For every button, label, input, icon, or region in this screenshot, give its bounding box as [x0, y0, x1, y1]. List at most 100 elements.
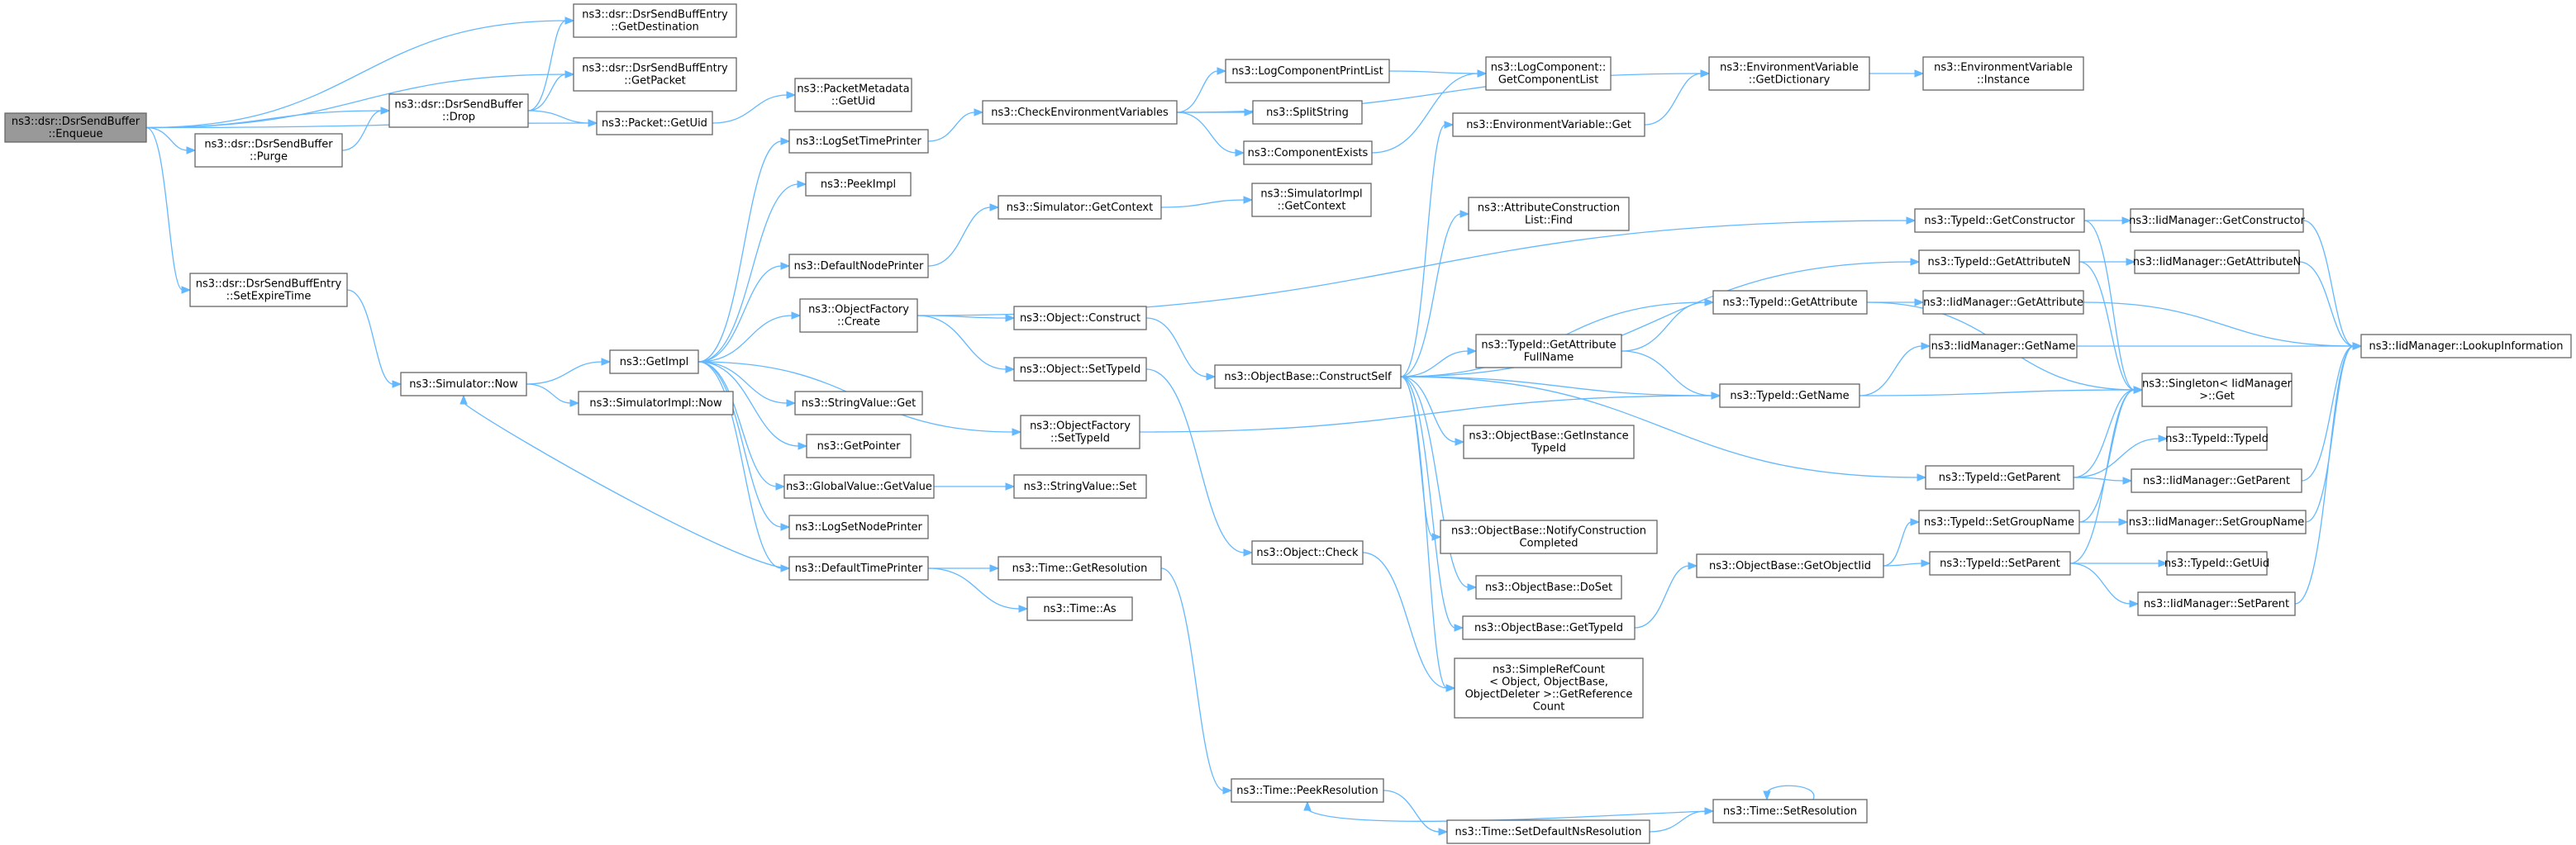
node-ns3-packetmetadata-getuid[interactable]: ns3::PacketMetadata::GetUid	[794, 78, 912, 112]
edge-defnodeprinter-to-simgetctx	[927, 203, 1000, 267]
node-ns3-object-settypeid[interactable]: ns3::Object::SetTypeId	[1013, 357, 1147, 382]
node-ns3-dsr-dsrsendbuffentry-getdestination[interactable]: ns3::dsr::DsrSendBuffEntry::GetDestinati…	[573, 3, 737, 38]
node-box	[1708, 56, 1870, 91]
node-ns3-time-getresolution[interactable]: ns3::Time::GetResolution	[998, 556, 1162, 581]
node-box	[2166, 551, 2268, 576]
node-ns3-objectfactory-create[interactable]: ns3::ObjectFactory::Create	[799, 298, 918, 333]
node-ns3-singleton-iidmanager-get[interactable]: ns3::Singleton< IidManager >::Get	[2141, 373, 2293, 407]
node-ns3-globalvalue-getvalue[interactable]: ns3::GlobalValue::GetValue	[783, 474, 935, 499]
node-ns3-stringvalue-get[interactable]: ns3::StringValue::Get	[794, 391, 923, 415]
node-box	[1214, 364, 1402, 389]
node-ns3-dsr-dsrsendbuffer-purge[interactable]: ns3::dsr::DsrSendBuffer::Purge	[194, 133, 343, 168]
node-label: ns3::TypeId::GetName	[1730, 390, 1849, 402]
node-box	[982, 100, 1178, 125]
node-ns3-iidmanager-getname[interactable]: ns3::IidManager::GetName	[1929, 334, 2078, 358]
node-ns3-logsetnodeprinter[interactable]: ns3::LogSetNodePrinter	[788, 515, 929, 539]
node-ns3-objectbase-notifyconstruction-completed[interactable]: ns3::ObjectBase::NotifyConstructionCompl…	[1440, 520, 1658, 554]
node-ns3-environmentvariable-instance[interactable]: ns3::EnvironmentVariable::Instance	[1922, 56, 2084, 91]
node-ns3-stringvalue-set[interactable]: ns3::StringValue::Set	[1013, 474, 1147, 499]
node-ns3-environmentvariable-getdictionary[interactable]: ns3::EnvironmentVariable::GetDictionary	[1708, 56, 1870, 91]
node-ns3-typeid-getuid[interactable]: ns3::TypeId::GetUid	[2164, 551, 2269, 576]
edge-getimpl-to-logsettime	[698, 137, 791, 363]
node-ns3-typeid-getconstructor[interactable]: ns3::TypeId::GetConstructor	[1914, 208, 2085, 233]
node-ns3-typeid-getattributen[interactable]: ns3::TypeId::GetAttributeN	[1918, 249, 2080, 274]
node-label: ns3::SplitString	[1266, 107, 1349, 119]
node-ns3-dsr-dsrsendbuffer-drop[interactable]: ns3::dsr::DsrSendBuffer::Drop	[388, 93, 529, 128]
node-box	[573, 57, 737, 92]
node-ns3-typeid-typeid[interactable]: ns3::TypeId::TypeId	[2165, 426, 2269, 451]
node-ns3-time-peekresolution[interactable]: ns3::Time::PeekResolution	[1231, 778, 1384, 803]
node-ns3-objectbase-gettypeid[interactable]: ns3::ObjectBase::GetTypeId	[1462, 615, 1636, 640]
node-ns3-splitstring[interactable]: ns3::SplitString	[1252, 100, 1363, 125]
node-ns3-time-setdefaultnsresolution[interactable]: ns3::Time::SetDefaultNsResolution	[1446, 819, 1650, 844]
node-box	[1918, 249, 2080, 274]
edge-obconstructself-to-obdoset	[1400, 376, 1478, 591]
node-label: ns3::Time::As	[1043, 603, 1117, 615]
node-ns3-typeid-getname[interactable]: ns3::TypeId::GetName	[1719, 383, 1860, 408]
node-ns3-iidmanager-lookupinformation[interactable]: ns3::IidManager::LookupInformation	[2360, 334, 2572, 358]
node-label: ns3::DefaultNodePrinter	[794, 260, 924, 273]
node-ns3-simplerefcount-object-objectbase-objectdeleter-getreference-count[interactable]: ns3::SimpleRefCount< Object, ObjectBase,…	[1454, 657, 1644, 719]
node-box	[578, 391, 734, 415]
node-ns3-objectbase-getobjectiid[interactable]: ns3::ObjectBase::GetObjectIid	[1696, 553, 1884, 578]
node-ns3-typeid-getparent[interactable]: ns3::TypeId::GetParent	[1925, 465, 2074, 490]
node-box	[573, 3, 737, 38]
edge-getimpl-to-gvgetvalue	[698, 361, 786, 491]
node-ns3-iidmanager-setparent[interactable]: ns3::IidManager::SetParent	[2137, 591, 2296, 616]
node-box	[1925, 465, 2074, 490]
node-ns3-typeid-getattribute[interactable]: ns3::TypeId::GetAttribute	[1712, 290, 1868, 315]
node-ns3-objectbase-doset[interactable]: ns3::ObjectBase::DoSet	[1475, 575, 1622, 600]
node-ns3-getpointer[interactable]: ns3::GetPointer	[806, 434, 912, 458]
node-ns3-iidmanager-getattribute[interactable]: ns3::IidManager::GetAttribute	[1922, 290, 2084, 315]
node-ns3-time-as[interactable]: ns3::Time::As	[1026, 596, 1133, 621]
node-ns3-peekimpl[interactable]: ns3::PeekImpl	[805, 172, 912, 197]
node-ns3-typeid-setparent[interactable]: ns3::TypeId::SetParent	[1929, 551, 2071, 576]
node-box	[794, 391, 923, 415]
node-ns3-iidmanager-setgroupname[interactable]: ns3::IidManager::SetGroupName	[2126, 510, 2307, 534]
node-ns3-iidmanager-getattributen[interactable]: ns3::IidManager::GetAttributeN	[2133, 249, 2302, 274]
node-label: ns3::dsr::DsrSendBuffer	[204, 139, 333, 151]
node-ns3-typeid-setgroupname[interactable]: ns3::TypeId::SetGroupName	[1918, 510, 2080, 534]
node-box	[1440, 520, 1658, 554]
node-box	[1485, 56, 1612, 91]
node-ns3-logsettimeprinter[interactable]: ns3::LogSetTimePrinter	[788, 129, 929, 154]
node-ns3-logcomponent-getcomponentlist[interactable]: ns3::LogComponent::GetComponentList	[1485, 56, 1612, 91]
node-label: ns3::PeekImpl	[821, 178, 896, 191]
node-ns3-defaulttimeprinter[interactable]: ns3::DefaultTimePrinter	[788, 556, 929, 581]
node-ns3-object-check[interactable]: ns3::Object::Check	[1251, 540, 1364, 565]
node-ns3-objectfactory-settypeid[interactable]: ns3::ObjectFactory::SetTypeId	[1020, 415, 1140, 449]
node-ns3-logcomponentprintlist[interactable]: ns3::LogComponentPrintList	[1225, 59, 1390, 83]
edge-layer	[145, 17, 2363, 836]
node-ns3-dsr-dsrsendbuffer-enqueue[interactable]: ns3::dsr::DsrSendBuffer::Enqueue	[4, 112, 147, 143]
node-ns3-componentexists[interactable]: ns3::ComponentExists	[1243, 140, 1373, 165]
node-ns3-objectbase-constructself[interactable]: ns3::ObjectBase::ConstructSelf	[1214, 364, 1402, 389]
node-label: ns3::ObjectBase::GetInstance	[1469, 430, 1628, 443]
node-ns3-simulator-getcontext[interactable]: ns3::Simulator::GetContext	[998, 195, 1162, 220]
node-ns3-simulatorimpl-getcontext[interactable]: ns3::SimulatorImpl::GetContext	[1251, 183, 1372, 217]
node-ns3-simulatorimpl-now[interactable]: ns3::SimulatorImpl::Now	[578, 391, 734, 415]
node-ns3-packet-getuid[interactable]: ns3::Packet::GetUid	[596, 111, 713, 135]
node-ns3-iidmanager-getparent[interactable]: ns3::IidManager::GetParent	[2131, 468, 2302, 493]
node-ns3-iidmanager-getconstructor[interactable]: ns3::IidManager::GetConstructor	[2129, 208, 2305, 233]
node-ns3-defaultnodeprinter[interactable]: ns3::DefaultNodePrinter	[788, 254, 929, 278]
node-label: ns3::dsr::DsrSendBuffer	[394, 99, 523, 112]
edge-imsetgroup-to-imlookup	[2305, 342, 2363, 523]
node-label: ns3::GetImpl	[620, 356, 689, 368]
node-ns3-dsr-dsrsendbuffentry-setexpiretime[interactable]: ns3::dsr::DsrSendBuffEntry::SetExpireTim…	[189, 273, 348, 307]
edge-obconstructself-to-attrfind	[1400, 210, 1470, 377]
node-ns3-environmentvariable-get[interactable]: ns3::EnvironmentVariable::Get	[1452, 112, 1645, 137]
node-ns3-object-construct[interactable]: ns3::Object::Construct	[1013, 306, 1147, 330]
node-label: ns3::IidManager::GetName	[1931, 340, 2076, 353]
node-ns3-getimpl[interactable]: ns3::GetImpl	[609, 349, 699, 374]
edge-imgetattribute-to-imlookup	[2083, 301, 2363, 350]
node-ns3-checkenvironmentvariables[interactable]: ns3::CheckEnvironmentVariables	[982, 100, 1178, 125]
node-box	[1013, 357, 1147, 382]
node-ns3-simulator-now[interactable]: ns3::Simulator::Now	[400, 372, 527, 396]
node-ns3-time-setresolution[interactable]: ns3::Time::SetResolution	[1712, 799, 1868, 824]
node-box	[1225, 59, 1390, 83]
node-ns3-dsr-dsrsendbuffentry-getpacket[interactable]: ns3::dsr::DsrSendBuffEntry::GetPacket	[573, 57, 737, 92]
node-label: List::Find	[1525, 215, 1573, 227]
